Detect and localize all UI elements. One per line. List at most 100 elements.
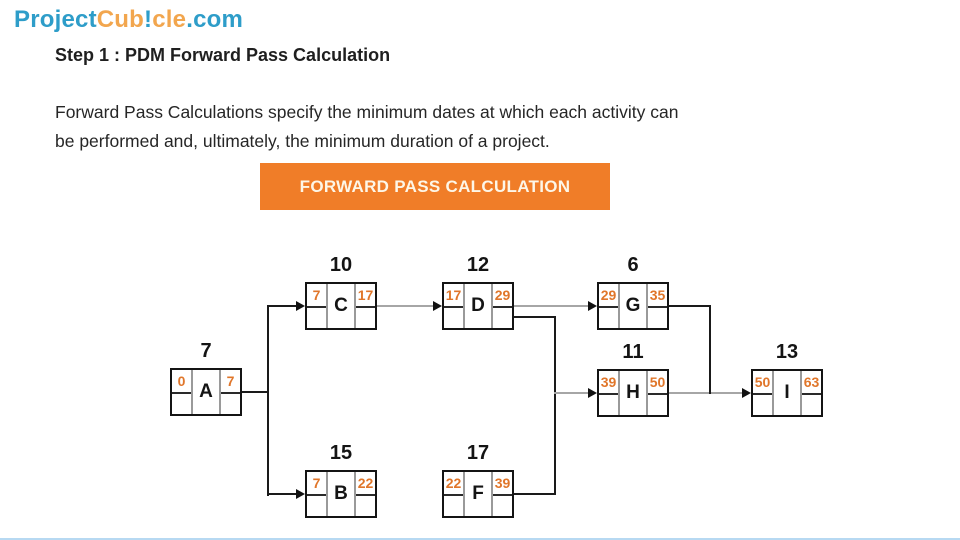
early-finish-value: 50 xyxy=(649,374,666,390)
early-start-cell: 29 xyxy=(599,284,620,328)
duration-label: 7 xyxy=(200,340,212,362)
late-finish-cell-empty xyxy=(221,392,240,414)
early-finish-value: 29 xyxy=(494,287,511,303)
early-finish-value: 17 xyxy=(357,287,374,303)
connector-line xyxy=(267,305,297,307)
paragraph-line: Forward Pass Calculations specify the mi… xyxy=(55,102,679,122)
early-start-value: 0 xyxy=(177,373,186,389)
early-start-cell: 50 xyxy=(753,371,774,415)
early-finish-cell: 35 xyxy=(646,284,667,328)
early-start-cell: 39 xyxy=(599,371,620,415)
connector-line xyxy=(514,305,589,307)
activity-letter: B xyxy=(334,483,348,504)
early-finish-value: 35 xyxy=(649,287,666,303)
early-finish-cell: 39 xyxy=(491,472,512,516)
late-finish-cell-empty xyxy=(648,393,667,415)
duration-label: 6 xyxy=(627,254,639,276)
early-start-value: 29 xyxy=(600,287,617,303)
early-finish-cell: 7 xyxy=(219,370,240,414)
late-finish-cell-empty xyxy=(648,306,667,328)
late-start-cell-empty xyxy=(172,392,191,414)
late-finish-cell-empty xyxy=(493,306,512,328)
intro-paragraph: Forward Pass Calculations specify the mi… xyxy=(55,98,925,156)
early-start-value: 50 xyxy=(754,374,771,390)
early-finish-cell: 17 xyxy=(354,284,375,328)
late-start-cell-empty xyxy=(599,306,618,328)
connector-line xyxy=(514,316,556,318)
logo-part: cle xyxy=(152,6,187,33)
late-finish-cell-empty xyxy=(802,393,821,415)
connector-line xyxy=(267,493,297,495)
early-start-value: 17 xyxy=(445,287,462,303)
paragraph-line: be performed and, ultimately, the minimu… xyxy=(55,131,550,151)
connector-line xyxy=(709,305,711,394)
logo-part: Cub xyxy=(96,6,145,33)
duration-label: 10 xyxy=(329,254,353,276)
activity-letter: F xyxy=(472,483,484,504)
late-start-cell-empty xyxy=(599,393,618,415)
projectcubicle-logo: ProjectCub!cle.com xyxy=(14,6,243,34)
late-start-cell-empty xyxy=(444,494,463,516)
duration-label: 11 xyxy=(622,341,644,363)
early-start-value: 22 xyxy=(445,475,462,491)
early-finish-cell: 50 xyxy=(646,371,667,415)
slide-bottom-border xyxy=(0,538,960,540)
late-finish-cell-empty xyxy=(493,494,512,516)
duration-label: 13 xyxy=(775,341,799,363)
arrowhead-icon xyxy=(588,301,597,311)
activity-letter: H xyxy=(626,382,640,403)
early-start-cell: 7 xyxy=(307,472,328,516)
connector-line xyxy=(377,305,434,307)
arrowhead-icon xyxy=(433,301,442,311)
page-title: Step 1 : PDM Forward Pass Calculation xyxy=(55,45,391,65)
arrowhead-icon xyxy=(742,388,751,398)
early-finish-value: 22 xyxy=(357,475,374,491)
connector-line xyxy=(554,316,556,495)
early-start-cell: 7 xyxy=(307,284,328,328)
connector-line xyxy=(669,305,711,307)
early-start-value: 39 xyxy=(600,374,617,390)
late-start-cell-empty xyxy=(307,494,326,516)
activity-letter: D xyxy=(471,295,485,316)
connector-line xyxy=(554,392,589,394)
activity-letter: A xyxy=(199,381,213,402)
late-start-cell-empty xyxy=(753,393,772,415)
activity-letter: G xyxy=(625,295,641,316)
early-start-cell: 0 xyxy=(172,370,193,414)
logo-part: .com xyxy=(186,6,244,33)
early-start-cell: 22 xyxy=(444,472,465,516)
early-finish-cell: 22 xyxy=(354,472,375,516)
early-start-value: 7 xyxy=(312,475,321,491)
early-start-cell: 17 xyxy=(444,284,465,328)
arrowhead-icon xyxy=(296,301,305,311)
late-finish-cell-empty xyxy=(356,306,375,328)
arrowhead-icon xyxy=(588,388,597,398)
late-start-cell-empty xyxy=(307,306,326,328)
duration-label: 12 xyxy=(466,254,490,276)
late-start-cell-empty xyxy=(444,306,463,328)
connector-line xyxy=(267,305,269,496)
section-banner: FORWARD PASS CALCULATION xyxy=(260,163,610,210)
connector-line xyxy=(669,392,743,394)
early-finish-value: 7 xyxy=(226,373,235,389)
early-start-value: 7 xyxy=(312,287,321,303)
duration-label: 15 xyxy=(329,442,353,464)
connector-line xyxy=(514,493,556,495)
activity-letter: C xyxy=(334,295,348,316)
activity-letter: I xyxy=(784,382,790,403)
logo-part: ! xyxy=(144,6,153,33)
early-finish-value: 39 xyxy=(494,475,511,491)
logo-part: Project xyxy=(14,6,97,33)
early-finish-cell: 63 xyxy=(800,371,821,415)
connector-line xyxy=(242,391,268,393)
arrowhead-icon xyxy=(296,489,305,499)
